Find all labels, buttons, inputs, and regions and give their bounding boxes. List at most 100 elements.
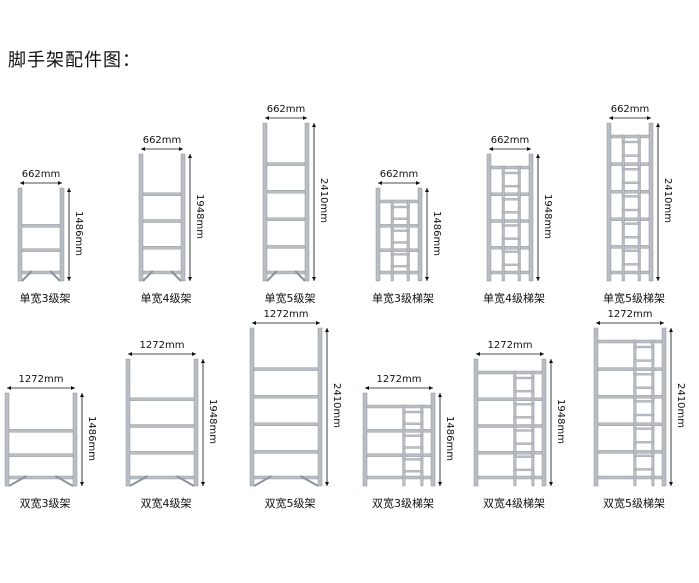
width-label: 1272mm — [607, 309, 653, 320]
width-label: 662mm — [379, 169, 419, 180]
rung — [488, 246, 532, 250]
frame-drawing — [593, 321, 673, 487]
rung — [251, 422, 321, 427]
rung — [377, 199, 421, 204]
ladder-rung — [513, 429, 534, 432]
post — [528, 153, 534, 282]
brace — [21, 270, 33, 282]
ladder-rung — [501, 198, 521, 201]
rung — [488, 192, 532, 196]
post — [262, 122, 268, 282]
ladder-rung — [402, 458, 423, 461]
brace — [8, 475, 28, 487]
post — [486, 153, 492, 282]
width-label: 1272mm — [18, 374, 64, 385]
rung — [127, 475, 197, 480]
brace — [299, 475, 319, 487]
frame-label: 双宽4级梯架 — [483, 497, 545, 510]
post — [193, 358, 199, 487]
brace — [170, 270, 182, 282]
ladder-rung — [633, 373, 654, 376]
rung — [127, 451, 197, 455]
frame-drawing — [486, 147, 540, 282]
rung — [19, 270, 63, 275]
rung — [488, 165, 532, 170]
width-label: 662mm — [266, 104, 306, 115]
rung — [6, 475, 76, 480]
brace — [294, 270, 306, 282]
width-label: 1272mm — [139, 340, 185, 351]
ladder-rung — [621, 249, 641, 252]
ladder-rung — [513, 416, 534, 419]
rung — [264, 245, 308, 249]
ladder-rung — [513, 389, 534, 393]
ladder-rung — [402, 446, 423, 449]
rung — [140, 219, 184, 223]
height-label: 2410mm — [331, 383, 342, 428]
height-label: 1486mm — [431, 210, 442, 256]
ladder-rung — [633, 441, 654, 444]
width-label: 1272mm — [376, 374, 422, 385]
brace — [175, 475, 195, 487]
ladder-rung — [621, 154, 641, 157]
ladder-rung — [621, 168, 641, 171]
post — [59, 187, 65, 282]
height-label: 2410mm — [318, 178, 329, 223]
frame-drawing — [17, 181, 71, 282]
ladder-rung — [390, 241, 410, 244]
rung — [140, 246, 184, 250]
frame-drawing — [125, 352, 205, 487]
post — [648, 122, 654, 282]
width-label: 1272mm — [487, 340, 533, 351]
frame-label: 双宽3级梯架 — [372, 497, 434, 510]
post — [375, 187, 381, 282]
rung — [488, 270, 532, 275]
rung — [608, 162, 652, 166]
ladder-rung — [621, 236, 641, 239]
rung — [140, 192, 184, 196]
rung — [488, 219, 532, 223]
rung — [608, 217, 652, 222]
rung — [377, 224, 421, 228]
page-title: 脚手架配件图： — [8, 50, 141, 71]
height-label: 1486mm — [86, 415, 97, 461]
post — [661, 327, 667, 487]
ladder-rung — [513, 376, 534, 380]
frame-drawing — [473, 352, 553, 487]
ladder-rung — [513, 442, 534, 445]
frame-label: 双宽3级架 — [19, 497, 71, 510]
width-label: 1272mm — [263, 309, 309, 320]
height-label: 1948mm — [542, 193, 553, 239]
ladder-rung — [390, 253, 410, 256]
rung — [140, 270, 184, 275]
frame-label: 单宽5级梯架 — [603, 292, 665, 305]
rung — [19, 248, 63, 252]
ladder-rung — [513, 455, 534, 458]
frame-drawing — [4, 386, 84, 487]
ladder-rung — [501, 250, 521, 253]
rung — [6, 453, 76, 457]
post — [606, 122, 612, 282]
ladder-rung — [501, 171, 521, 175]
ladder-rung — [633, 386, 654, 389]
frame-drawing — [249, 321, 329, 487]
post — [430, 392, 436, 487]
frame-label: 单宽4级梯架 — [483, 292, 545, 305]
rung — [127, 397, 197, 401]
post — [593, 327, 599, 487]
ladder-rung — [501, 211, 521, 214]
frame-label: 双宽4级架 — [140, 497, 192, 510]
rung — [377, 270, 421, 275]
ladder-rung — [621, 140, 641, 144]
width-label: 662mm — [490, 135, 530, 146]
height-label: 1948mm — [207, 398, 218, 444]
frame-label: 单宽5级架 — [264, 292, 316, 305]
rung — [608, 270, 652, 275]
ladder-rung — [402, 434, 423, 437]
width-label: 662mm — [142, 135, 182, 146]
brace — [49, 270, 61, 282]
brace — [129, 475, 149, 487]
frame-drawing — [606, 116, 660, 282]
ladder-rung — [390, 229, 410, 232]
